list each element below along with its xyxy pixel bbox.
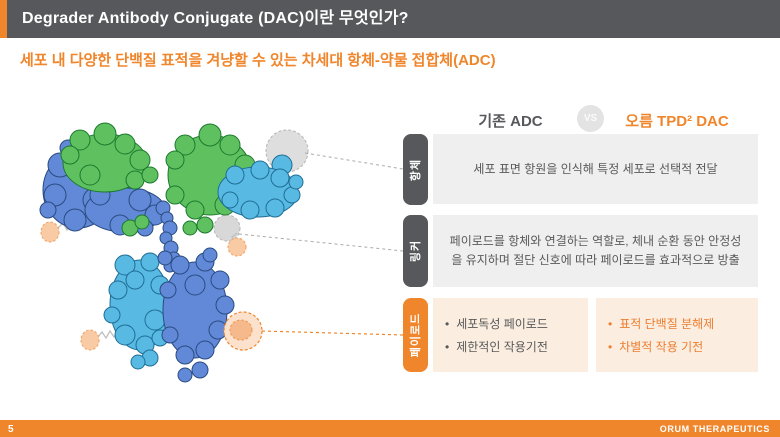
tab-linker: 링커	[403, 215, 428, 287]
footer-bar: 5 ORUM THERAPEUTICS	[0, 420, 780, 437]
vs-badge: VS	[577, 105, 604, 132]
linker-callout-line	[238, 233, 404, 252]
list-item: • 차별적 작용 기전	[608, 338, 746, 355]
bullet-icon: •	[445, 339, 450, 354]
tab-payload-label: 페이로드	[410, 312, 423, 358]
antibody-fc-cyan-lobe	[103, 252, 171, 370]
column-header-existing-adc: 기존 ADC	[478, 113, 543, 130]
antibody-hinge-stalk	[155, 200, 181, 273]
bullet-icon: •	[445, 316, 450, 331]
payload-right-item-2: 차별적 작용 기전	[619, 340, 704, 354]
list-item: • 제한적인 작용기전	[445, 338, 576, 355]
linker-description-box: 페이로드를 항체와 연결하는 역할로, 체내 순환 동안 안정성을 유지하며 절…	[433, 215, 758, 287]
antibody-region-highlight-circle	[265, 129, 309, 173]
payload-existing-adc-box: • 세포독성 페이로드 • 제한적인 작용기전	[433, 298, 588, 372]
tab-payload: 페이로드	[403, 298, 428, 372]
antibody-callout-line	[304, 152, 404, 170]
antibody-lightblue-domain	[217, 154, 304, 220]
page-number: 5	[8, 424, 14, 435]
antibody-fc-blue-lobe	[157, 247, 235, 383]
payload-callout-line	[261, 330, 404, 336]
slide-subtitle: 세포 내 다양한 단백질 표적을 겨냥할 수 있는 차세대 항체-약물 접합체(…	[20, 52, 496, 69]
header-bar: Degrader Antibody Conjugate (DAC)이란 무엇인가…	[0, 0, 780, 38]
payload-left-item-2: 제한적인 작용기전	[456, 340, 548, 354]
column-header-orum-dac: 오름 TPD² DAC	[625, 113, 729, 130]
payload-left-item-1: 세포독성 페이로드	[456, 317, 548, 331]
payload-highlight-circle	[223, 311, 263, 351]
linker-zigzag-lines	[57, 220, 238, 341]
payload-blobs	[40, 221, 253, 351]
payload-right-item-1: 표적 단백질 분해제	[619, 317, 715, 331]
page-title: Degrader Antibody Conjugate (DAC)이란 무엇인가…	[22, 10, 409, 27]
linker-description-text: 페이로드를 항체와 연결하는 역할로, 체내 순환 동안 안정성을 유지하며 절…	[449, 234, 742, 267]
linker-region-highlight-circle	[213, 214, 241, 242]
payload-orum-dac-box: • 표적 단백질 분해제 • 차별적 작용 기전	[596, 298, 758, 372]
list-item: • 세포독성 페이로드	[445, 315, 576, 332]
antibody-blue-domain	[39, 139, 166, 237]
company-name: ORUM THERAPEUTICS	[659, 424, 770, 434]
bullet-icon: •	[608, 316, 613, 331]
tab-antibody-label: 항체	[410, 158, 423, 181]
tab-linker-label: 링커	[410, 239, 423, 263]
antibody-description-box: 세포 표면 항원을 인식해 특정 세포로 선택적 전달	[433, 134, 758, 204]
header-accent-stripe	[0, 0, 7, 38]
list-item: • 표적 단백질 분해제	[608, 315, 746, 332]
antibody-description-text: 세포 표면 항원을 인식해 특정 세포로 선택적 전달	[473, 161, 718, 176]
tab-antibody: 항체	[403, 134, 428, 205]
bullet-icon: •	[608, 339, 613, 354]
antibody-green-domain	[60, 122, 259, 237]
